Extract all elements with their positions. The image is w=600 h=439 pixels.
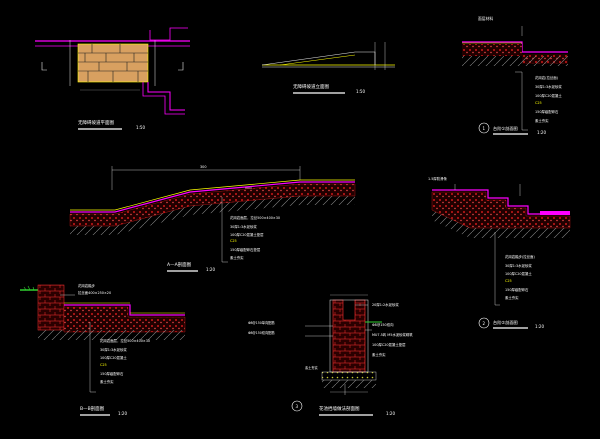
stair2-note-3: C25 <box>505 279 512 283</box>
sectionA-scale: 1:20 <box>206 267 215 272</box>
sectionA-view <box>69 166 356 263</box>
sectionA-dim: 300 <box>200 165 206 169</box>
stair2-note-top: 1.5厚防滑条 <box>428 176 448 181</box>
sectionA-callout: 花岗岩面层，拉丝500×400×30 30厚1:3水泥砂浆 100厚C20混凝土… <box>230 215 280 260</box>
section-marker-1-label: 1 <box>483 126 486 131</box>
sectionB-note-2: 100厚C20混凝土 <box>100 355 127 360</box>
sectionB-note-5: 素土夯实 <box>100 379 114 384</box>
sectionA-note-3: C25 <box>230 239 237 243</box>
curb-note-4: 素土夯实 <box>372 352 386 357</box>
curb-note-1: Φ8@150双向 <box>372 322 394 327</box>
stair2-note-0: 花岗岩踏步(拉丝面) <box>505 254 535 259</box>
curb-scale: 1:20 <box>386 411 395 416</box>
stair1-note-1: 30厚1:3水泥砂浆 <box>535 84 562 89</box>
sectionA-note-5: 素土夯实 <box>230 255 244 260</box>
stair1-note-4: 150厚级配碎石 <box>535 109 559 114</box>
stair2-note-2: 100厚C20混凝土 <box>505 271 532 276</box>
sectionA-note-2: 100厚C20混凝土垫层 <box>230 232 264 237</box>
stair2-note-1: 30厚1:3水泥砂浆 <box>505 263 532 268</box>
stair2-note-4: 150厚级配碎石 <box>505 287 529 292</box>
sectionA-note-1: 30厚1:3水泥砂浆 <box>230 224 257 229</box>
curb-note-left-0: Φ8@150单向配筋 <box>248 320 275 325</box>
section-marker-2-label: 2 <box>483 321 486 326</box>
curb-wall-section <box>305 294 382 395</box>
plan-scale: 1:50 <box>136 125 145 130</box>
section-marker-3 <box>291 400 303 412</box>
stair2-callout: 花岗岩踏步(拉丝面) 30厚1:3水泥砂浆 100厚C20混凝土 C25 150… <box>505 254 535 300</box>
sectionB-title: B—B剖面图 <box>80 405 105 412</box>
curb-title: 花池挡墙做法剖面图 <box>319 405 360 412</box>
curb-callout: 20厚1:2水泥砂浆 Φ8@150双向 MU7.5砖 M5水泥砂浆砌筑 100厚… <box>248 302 413 370</box>
elevation-title: 无障碍坡道立面图 <box>293 83 329 90</box>
sectionB-callout: 花岗岩面层，拉丝500×400×30 30厚1:3水泥砂浆 100厚C20混凝土… <box>100 338 150 384</box>
curb-note-0: 20厚1:2水泥砂浆 <box>372 302 399 307</box>
sectionB-note-0: 花岗岩面层，拉丝500×400×30 <box>100 338 150 343</box>
ramp-elevation <box>261 42 395 70</box>
sectionB-note-1: 30厚1:3水泥砂浆 <box>100 347 127 352</box>
curb-note-left-1: Φ8@150双向配筋 <box>248 330 275 335</box>
stair1-callout: 花岗岩(拉丝面) 30厚1:3水泥砂浆 100厚C20混凝土 C25 150厚级… <box>535 75 562 123</box>
stair1-note-5: 素土夯实 <box>535 118 549 123</box>
stair2-scale: 1:20 <box>535 324 544 329</box>
sectionB-view <box>20 284 186 393</box>
sectionA-note-4: 150厚级配碎石垫层 <box>230 247 261 252</box>
section-marker-2 <box>478 317 490 329</box>
stair1-note-2: 100厚C20混凝土 <box>535 93 562 98</box>
stair1-note-top: 面层材料 <box>478 16 493 21</box>
plan-title: 无障碍坡道平面图 <box>78 119 114 126</box>
elevation-scale: 1:50 <box>356 89 365 94</box>
curb-note-3: 100厚C20混凝土垫层 <box>372 342 406 347</box>
section-marker-1 <box>478 122 490 134</box>
sectionA-title: A—A剖面图 <box>167 261 192 268</box>
section-marker-3-label: 3 <box>296 404 299 409</box>
stair2-section <box>431 184 571 306</box>
curb-note-2: MU7.5砖 M5水泥砂浆砌筑 <box>372 332 413 337</box>
sectionA-note-0: 花岗岩面层，拉丝500×400×30 <box>230 215 280 220</box>
sectionB-note-top: 花岗岩踏步 <box>78 283 96 288</box>
stair1-note-0: 花岗岩(拉丝面) <box>535 75 559 80</box>
sectionB-note-3: C25 <box>100 363 107 367</box>
stair1-title: 台阶①剖面图 <box>493 125 518 132</box>
stair1-section <box>462 26 568 131</box>
curb-note-bottom: 素土夯实 <box>305 365 318 370</box>
stair1-scale: 1:20 <box>537 130 546 135</box>
sectionB-note-4: 150厚级配碎石 <box>100 371 124 376</box>
stair1-note-3: C25 <box>535 101 542 105</box>
plan-view <box>35 27 190 115</box>
stair2-title: 台阶②剖面图 <box>493 319 518 326</box>
stair2-note-5: 素土夯实 <box>505 295 519 300</box>
sectionB-scale: 1:20 <box>118 411 127 416</box>
sectionB-note-top2: 拉丝面400×250×20 <box>78 290 111 295</box>
